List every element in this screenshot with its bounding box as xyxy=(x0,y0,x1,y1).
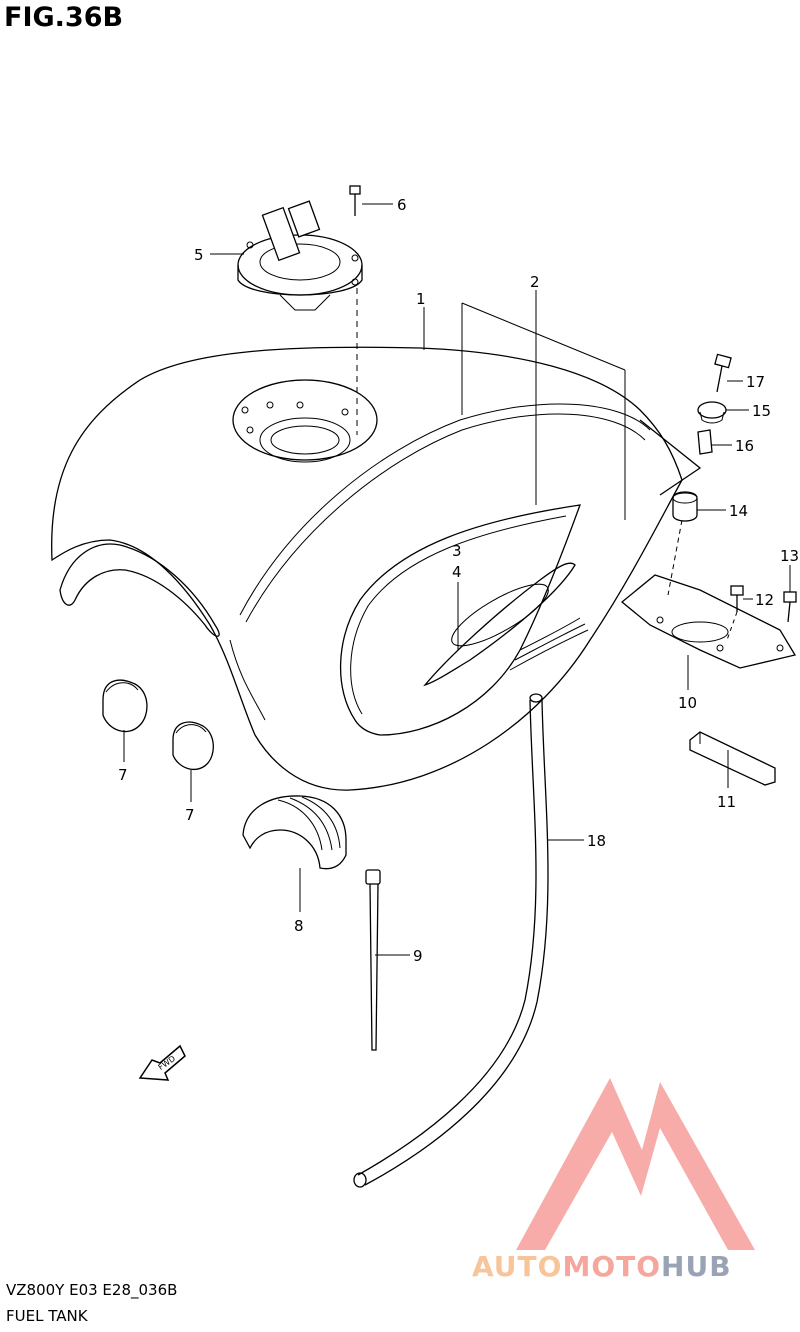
callout-6: 6 xyxy=(397,196,407,214)
callout-13: 13 xyxy=(780,547,799,565)
figure-title: FIG.36B xyxy=(4,2,124,33)
fwd-arrow-icon: FWD xyxy=(138,1044,186,1081)
callout-labels: 1 2 3 4 5 6 7 7 8 9 10 11 12 13 14 15 16… xyxy=(118,196,799,965)
callout-16: 16 xyxy=(735,437,754,455)
washer-15 xyxy=(697,401,727,424)
rubber-11 xyxy=(689,731,776,786)
cushion-7b xyxy=(172,721,214,771)
watermark-part-moto: MOTO xyxy=(562,1250,662,1283)
watermark-part-auto: AUTO xyxy=(472,1250,563,1283)
bracket-10 xyxy=(620,519,797,669)
callout-17: 17 xyxy=(746,373,765,391)
fuel-cap xyxy=(237,200,363,311)
callout-10: 10 xyxy=(678,694,697,712)
section-name: FUEL TANK xyxy=(6,1307,88,1325)
callout-1: 1 xyxy=(416,290,426,308)
callout-7a: 7 xyxy=(118,766,128,784)
callout-18: 18 xyxy=(587,832,606,850)
clamp-9 xyxy=(365,869,381,1051)
watermark-text: AUTOMOTOHUB xyxy=(472,1250,732,1283)
model-code: VZ800Y E03 E28_036B xyxy=(6,1281,178,1299)
callout-7b: 7 xyxy=(185,806,195,824)
callout-4: 4 xyxy=(452,563,462,581)
callout-3: 3 xyxy=(452,542,462,560)
hose-18 xyxy=(353,693,549,1188)
bolt-17 xyxy=(714,353,732,393)
cushion-14 xyxy=(672,491,698,522)
collar-16 xyxy=(697,429,713,455)
bolt-12 xyxy=(726,585,744,641)
screw-6 xyxy=(349,185,361,216)
callout-15: 15 xyxy=(752,402,771,420)
watermark-part-hub: HUB xyxy=(661,1250,732,1283)
callout-11: 11 xyxy=(717,793,736,811)
leader-lines xyxy=(123,203,791,956)
callout-9: 9 xyxy=(413,947,423,965)
bolt-13 xyxy=(783,591,797,623)
callout-12: 12 xyxy=(755,591,774,609)
watermark-logo xyxy=(516,1078,755,1250)
fuel-tank xyxy=(51,346,702,791)
callout-8: 8 xyxy=(294,917,304,935)
callout-5: 5 xyxy=(194,246,204,264)
cushion-7a xyxy=(102,679,148,733)
callout-2: 2 xyxy=(530,273,540,291)
callout-14: 14 xyxy=(729,502,748,520)
cushion-8 xyxy=(242,795,347,870)
